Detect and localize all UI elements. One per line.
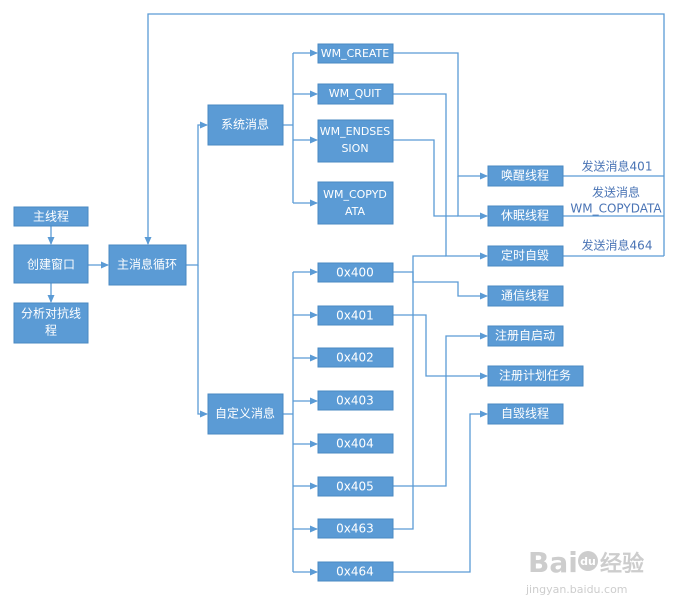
node-label-line-1: WM_ENDSES <box>320 125 390 138</box>
node-custom-message[interactable]: 自定义消息 <box>207 393 284 435</box>
nodes: 主线程 创建窗口 分析对抗线 程 主消息循环 系统消息 自定义消息 WM_CRE… <box>13 43 584 582</box>
node-label: 0x404 <box>336 437 374 451</box>
edge-0x400-to-comm-thread <box>393 271 488 300</box>
watermark-url: jingyan.baidu.com <box>525 583 628 596</box>
node-label: 0x400 <box>336 266 374 280</box>
paw-icon: du <box>578 551 598 571</box>
node-wm-endsession[interactable]: WM_ENDSES SION <box>317 119 394 163</box>
node-wm-quit[interactable]: WM_QUIT <box>317 83 394 105</box>
node-wm-copydata[interactable]: WM_COPYD ATA <box>317 181 394 225</box>
node-label: 通信线程 <box>501 288 549 303</box>
node-label: 休眠线程 <box>501 208 549 223</box>
node-label: 0x464 <box>336 565 374 579</box>
node-label: 定时自毁 <box>501 248 549 263</box>
node-label: 注册计划任务 <box>499 368 571 383</box>
node-label: 主消息循环 <box>117 257 177 272</box>
note-send-copydata-line-1: 发送消息 <box>592 185 640 200</box>
node-label: 系统消息 <box>221 117 269 132</box>
edge-feedback-to-main-loop <box>144 13 665 256</box>
node-timed-self-destroy[interactable]: 定时自毁 <box>487 245 564 267</box>
edge-0x405-to-autostart <box>393 332 488 487</box>
node-label: 0x403 <box>336 394 374 408</box>
edge-custom-msg-trunk <box>283 272 294 572</box>
edge-system-msg-trunk <box>283 53 294 203</box>
edge-0x401-to-schtask <box>393 314 488 380</box>
edge-wm-endsession-to-sleep <box>393 139 458 217</box>
node-self-destroy-thread[interactable]: 自毁线程 <box>487 403 564 425</box>
baidu-watermark: Bai du 经验 jingyan.baidu.com <box>525 546 644 596</box>
watermark-paw-text: du <box>580 555 596 568</box>
node-msg-0x401[interactable]: 0x401 <box>317 305 394 326</box>
node-label-line-2: 程 <box>45 323 57 338</box>
node-label: 主线程 <box>33 209 69 224</box>
node-msg-0x464[interactable]: 0x464 <box>317 561 394 582</box>
edge-wm-create-to-wake <box>393 52 488 180</box>
node-msg-0x404[interactable]: 0x404 <box>317 433 394 454</box>
node-comm-thread[interactable]: 通信线程 <box>487 285 564 307</box>
edge-wm-quit-to-timed-destroy <box>393 93 488 260</box>
note-send-401: 发送消息401 <box>582 159 653 174</box>
watermark-brand: Bai <box>528 546 578 579</box>
node-label: 自毁线程 <box>501 406 549 421</box>
node-label: 0x402 <box>336 351 374 365</box>
node-label-line-1: WM_COPYD <box>323 188 387 201</box>
node-label: 0x405 <box>336 480 374 494</box>
node-system-message[interactable]: 系统消息 <box>207 104 284 146</box>
node-msg-0x402[interactable]: 0x402 <box>317 347 394 368</box>
edge-wm-create-to-sleep <box>457 176 488 220</box>
edge-main-loop-to-custom-msg <box>197 265 208 418</box>
edge-0x464-to-self-destroy <box>393 410 488 573</box>
watermark-cn: 经验 <box>600 551 644 577</box>
node-label-line-2: SION <box>341 142 368 155</box>
node-msg-0x403[interactable]: 0x403 <box>317 390 394 411</box>
node-label-line-2: ATA <box>345 205 366 218</box>
node-register-autostart[interactable]: 注册自启动 <box>487 325 564 347</box>
node-label: WM_CREATE <box>321 47 390 60</box>
node-wake-thread[interactable]: 唤醒线程 <box>487 165 564 187</box>
node-msg-0x400[interactable]: 0x400 <box>317 262 394 283</box>
node-msg-0x463[interactable]: 0x463 <box>317 518 394 539</box>
node-label: 创建窗口 <box>27 258 75 272</box>
node-create-window[interactable]: 创建窗口 <box>13 244 89 284</box>
note-send-copydata-line-2: WM_COPYDATA <box>570 202 662 216</box>
node-wm-create[interactable]: WM_CREATE <box>317 43 394 64</box>
node-msg-0x405[interactable]: 0x405 <box>317 476 394 497</box>
node-label: 注册自启动 <box>495 328 555 343</box>
node-label: 0x463 <box>336 522 374 536</box>
node-label: 0x401 <box>336 309 374 323</box>
node-register-scheduled-task[interactable]: 注册计划任务 <box>487 365 584 387</box>
node-main-message-loop[interactable]: 主消息循环 <box>108 244 187 286</box>
node-anti-analysis-thread[interactable]: 分析对抗线 程 <box>13 302 89 344</box>
note-send-464: 发送消息464 <box>582 238 653 253</box>
edge-notes: 发送消息401 发送消息 WM_COPYDATA 发送消息464 <box>570 159 662 253</box>
node-main-thread[interactable]: 主线程 <box>13 206 89 227</box>
node-label: 唤醒线程 <box>501 168 549 183</box>
node-label: 自定义消息 <box>215 406 275 421</box>
edges <box>47 13 665 576</box>
node-label-line-1: 分析对抗线 <box>21 306 81 321</box>
edge-0x463-to-timed-destroy <box>393 255 446 530</box>
node-sleep-thread[interactable]: 休眠线程 <box>487 205 564 227</box>
edge-main-loop-to-system-msg <box>186 121 208 266</box>
node-label: WM_QUIT <box>329 87 382 100</box>
